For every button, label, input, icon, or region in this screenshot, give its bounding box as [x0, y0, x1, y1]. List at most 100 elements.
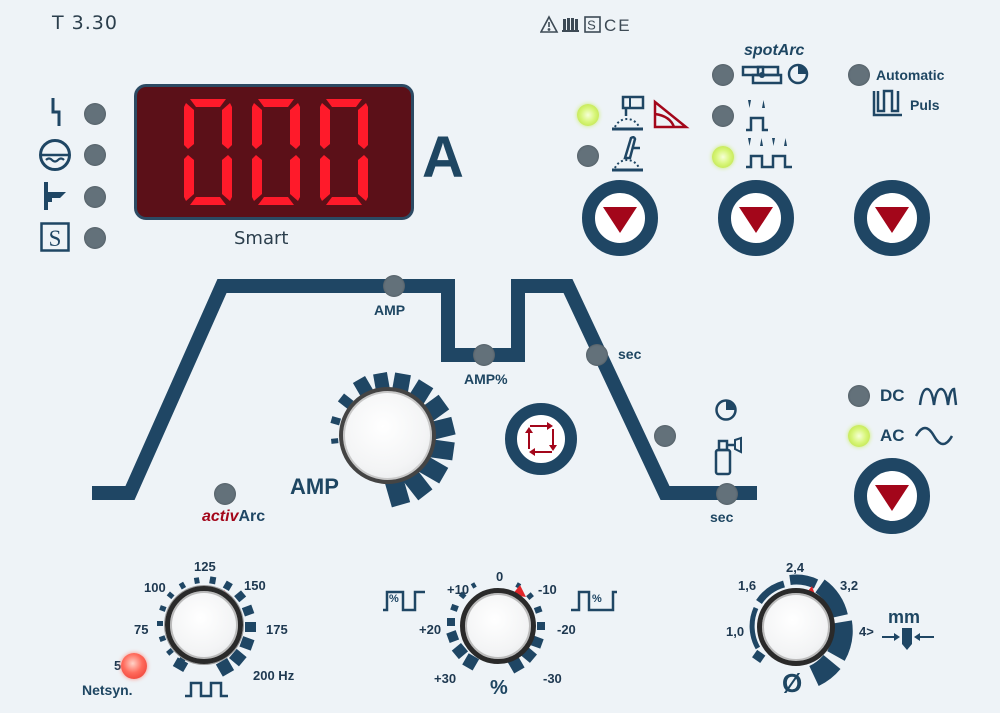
- seven-segment-digits: [184, 99, 368, 205]
- svg-text:S: S: [587, 18, 598, 33]
- svg-text:S: S: [49, 226, 62, 251]
- led-secondary-current[interactable]: [473, 344, 495, 366]
- freq-tick-100: 100: [144, 580, 166, 595]
- led-cooling: [84, 144, 106, 166]
- pulse-waveform-icon: [872, 89, 902, 117]
- led-lift-arc: [577, 145, 599, 167]
- balance-tick-minus20: -20: [557, 622, 576, 637]
- puls-label: Puls: [910, 97, 940, 113]
- led-torch: [84, 186, 106, 208]
- balance-tick-0: 0: [496, 569, 504, 584]
- secondary-current-label: AMP%: [464, 371, 508, 387]
- downslope-label: sec: [618, 346, 642, 362]
- balance-tick-minus30: -30: [543, 671, 562, 686]
- current-type-button[interactable]: [854, 458, 930, 534]
- ignition-mode-button[interactable]: [582, 180, 658, 256]
- activarc-label: activArc: [202, 508, 265, 526]
- diameter-tick-2-4: 2,4: [786, 560, 805, 575]
- balance-positive-icon: %: [381, 589, 431, 613]
- led-gas-postflow[interactable]: [654, 425, 676, 447]
- led-two-stroke: [712, 105, 734, 127]
- diameter-tick-4: 4>: [859, 624, 874, 639]
- balance-tick-minus10: -10: [538, 582, 557, 597]
- main-current-label: AMP: [374, 302, 406, 318]
- current-display: 000: [134, 84, 414, 220]
- led-netsyn: [121, 653, 147, 679]
- led-s-mark: [84, 227, 106, 249]
- freq-tick-125: 125: [194, 559, 216, 574]
- cycle-arrows-icon: [525, 422, 557, 456]
- diameter-tick-3-2: 3,2: [840, 578, 859, 593]
- diameter-symbol: Ø: [782, 668, 803, 698]
- led-hf-ignition: [577, 104, 599, 126]
- netsyn-label: Netsyn.: [82, 682, 133, 698]
- operating-mode-button[interactable]: [718, 180, 794, 256]
- led-activarc[interactable]: [214, 483, 236, 505]
- balance-negative-icon-text: %: [592, 593, 602, 605]
- pulse-mode-button[interactable]: [854, 180, 930, 256]
- torch-icon: [44, 182, 66, 210]
- ramp-icon: [653, 99, 690, 129]
- led-four-stroke: [712, 146, 734, 168]
- svg-text:CE: CE: [604, 16, 632, 35]
- balance-positive-icon-text: %: [389, 593, 399, 605]
- diameter-scale: [749, 574, 853, 686]
- spotarc-label: spotArc: [744, 42, 805, 59]
- spotarc-timer-icon: [741, 63, 809, 85]
- two-stroke-icon: [746, 100, 768, 132]
- led-postflow-time[interactable]: [716, 483, 738, 505]
- down-arrow-icon: [875, 485, 909, 511]
- led-automatic-puls: [848, 64, 870, 86]
- dc-pulse-wave-icon: [918, 387, 958, 406]
- manual-icon: [562, 18, 579, 32]
- timer-icon: [715, 399, 737, 421]
- freq-tick-150: 150: [244, 578, 266, 593]
- frequency-knob[interactable]: [165, 586, 243, 664]
- balance-tick-plus30: +30: [434, 671, 457, 686]
- freq-tick-175: 175: [266, 622, 288, 637]
- balance-tick-plus20: +20: [419, 622, 442, 637]
- led-ignition: [84, 103, 106, 125]
- tig-hf-ignition-icon: [612, 95, 690, 131]
- warning-icon: [539, 15, 559, 33]
- parameter-select-button[interactable]: [505, 403, 577, 475]
- square-wave-icon: [185, 681, 228, 698]
- postflow-label: sec: [710, 509, 734, 525]
- led-downslope[interactable]: [586, 344, 608, 366]
- gas-cylinder-icon: [714, 436, 742, 476]
- ac-sine-wave-icon: [914, 426, 954, 446]
- automatic-label: Automatic: [876, 67, 945, 83]
- led-ac: [848, 425, 870, 447]
- led-spotarc: [712, 64, 734, 86]
- down-arrow-icon: [603, 207, 637, 233]
- s-mark-icon: S: [584, 16, 601, 33]
- main-current-knob[interactable]: [339, 387, 436, 484]
- certification-icons: S CE: [539, 15, 645, 39]
- dc-label: DC: [880, 386, 905, 405]
- electrode-diameter-icon: [882, 628, 934, 650]
- four-stroke-icon: [746, 138, 792, 169]
- diameter-knob[interactable]: [757, 588, 835, 666]
- mm-label: mm: [888, 607, 921, 627]
- left-indicator-column: S: [36, 96, 116, 256]
- down-arrow-icon: [875, 207, 909, 233]
- diameter-tick-1-0: 1,0: [726, 624, 745, 639]
- balance-negative-icon: %: [569, 589, 619, 613]
- led-main-current[interactable]: [383, 275, 405, 297]
- tig-lift-arc-icon: [612, 135, 643, 172]
- balance-knob[interactable]: [460, 588, 536, 664]
- freq-tick-200: 200 Hz: [253, 668, 295, 683]
- lightning-icon: [51, 98, 61, 126]
- activarc-suffix: Arc: [238, 508, 266, 525]
- s-mark-icon: S: [40, 222, 70, 252]
- balance-tick-plus10: +10: [447, 582, 470, 597]
- display-caption: Smart: [234, 228, 289, 249]
- down-arrow-icon: [739, 207, 773, 233]
- activarc-prefix: activ: [202, 508, 239, 525]
- main-knob-label: AMP: [290, 474, 339, 499]
- diameter-tick-1-6: 1,6: [738, 578, 757, 593]
- balance-unit-label: %: [490, 677, 508, 699]
- display-unit: A: [422, 125, 464, 190]
- frequency-scale: [157, 576, 256, 677]
- led-dc: [848, 385, 870, 407]
